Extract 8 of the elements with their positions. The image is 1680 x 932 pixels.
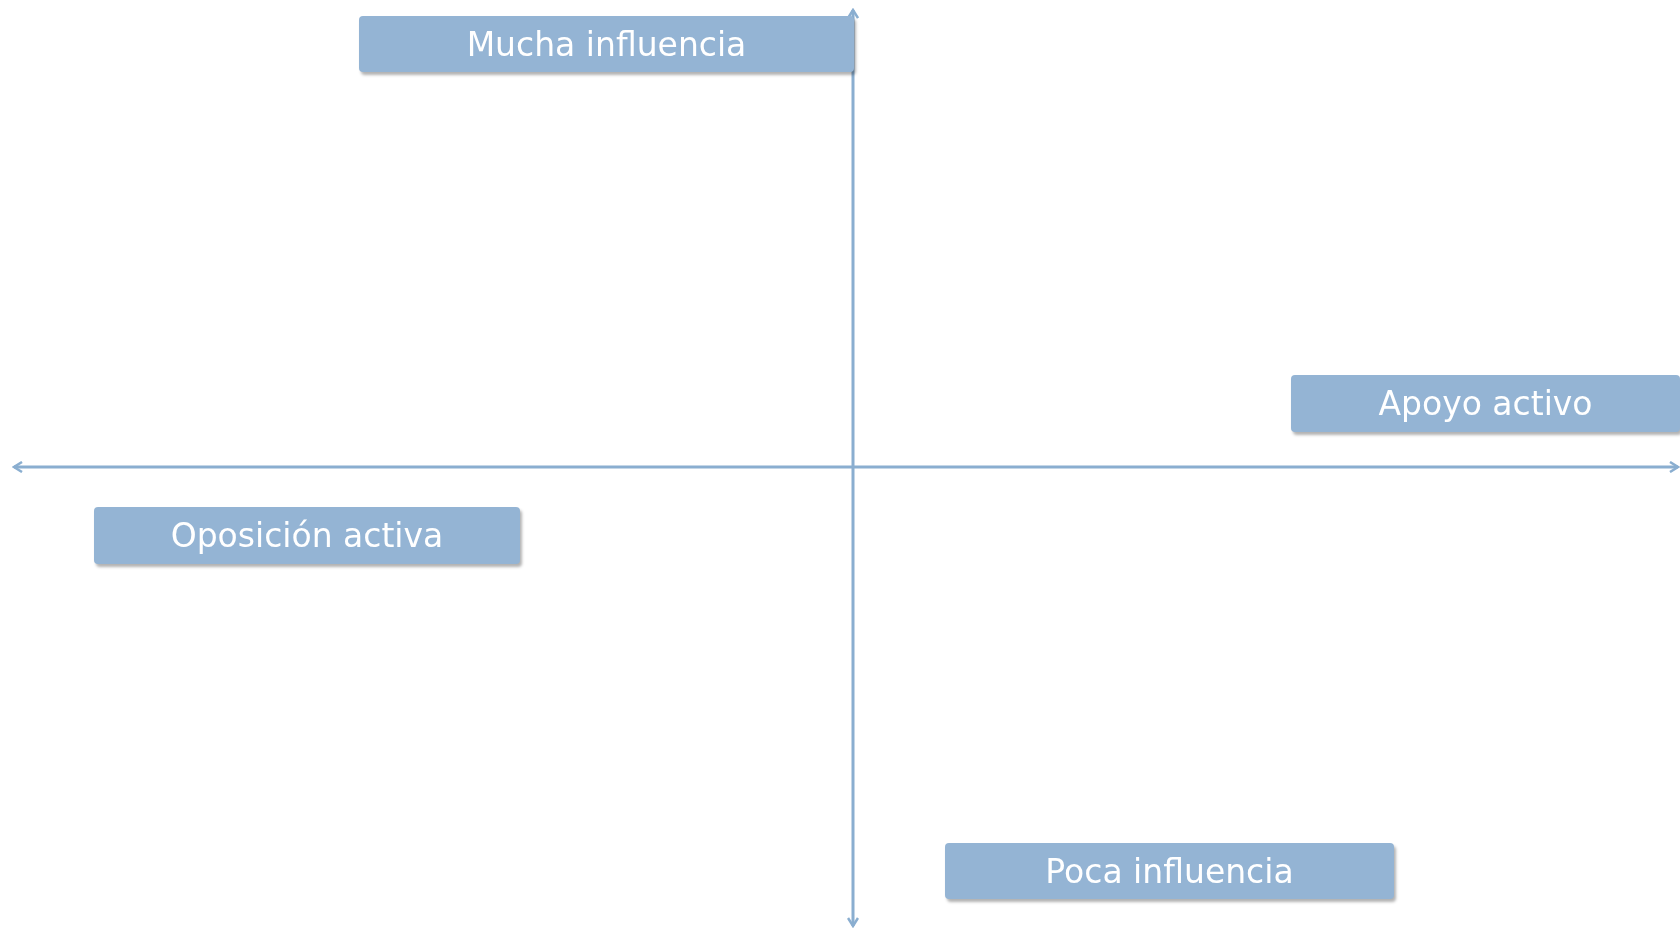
box-label: Mucha influencia (466, 24, 747, 64)
label-box (94, 507, 520, 564)
box-label: Oposición activa (170, 516, 444, 555)
label-box (1291, 375, 1680, 432)
box-label: Poca influencia (1045, 851, 1294, 891)
box-label: Apoyo activo (1378, 384, 1593, 423)
label-box (945, 843, 1394, 899)
label-box (359, 16, 854, 72)
